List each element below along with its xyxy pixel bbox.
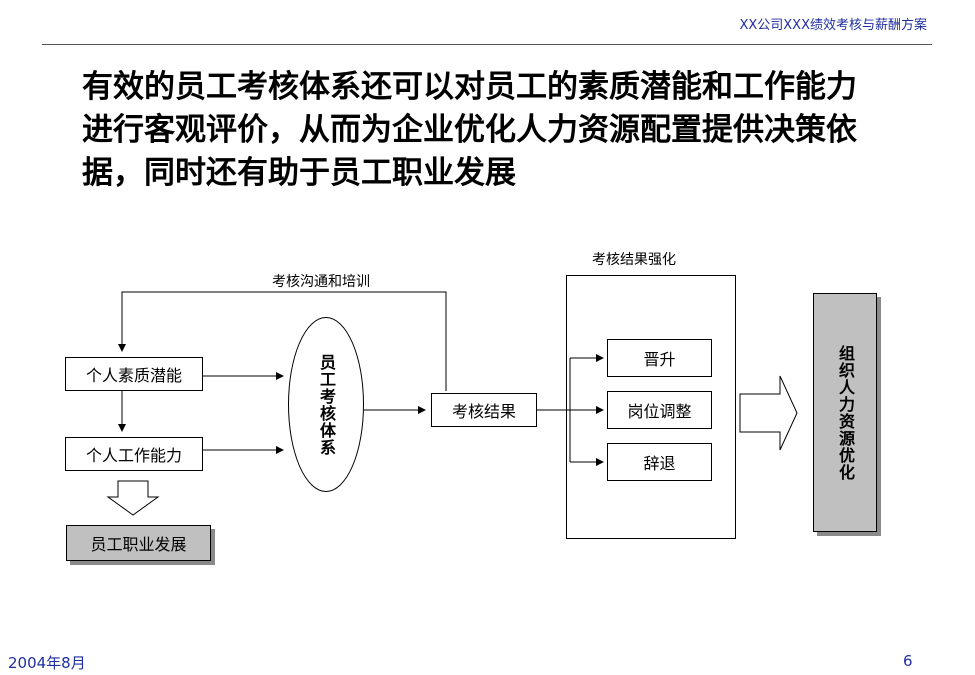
header-title: XX公司XXX绩效考核与薪酬方案 — [739, 18, 927, 33]
assessment-system-label: 员工考核体系 — [317, 353, 336, 456]
hr-optimization: 组织人力资源优化 — [813, 293, 877, 532]
input-quality-potential: 个人素质潜能 — [65, 357, 203, 391]
hr-optimization-label: 组织人力资源优化 — [836, 344, 855, 481]
outcome-position-adjustment: 岗位调整 — [607, 391, 712, 429]
input-work-ability: 个人工作能力 — [65, 437, 203, 471]
employee-career-development: 员工职业发展 — [66, 525, 211, 561]
feedback-loop-label: 考核沟通和培训 — [272, 274, 370, 290]
development-block-arrow — [106, 480, 160, 516]
outcome-dismissal: 辞退 — [607, 443, 712, 481]
optimization-block-arrow — [739, 375, 798, 451]
footer-date: 2004年8月 — [8, 654, 86, 672]
assessment-result: 考核结果 — [431, 393, 537, 427]
slide-headline: 有效的员工考核体系还可以对员工的素质潜能和工作能力进行客观评价，从而为企业优化人… — [82, 69, 857, 191]
employee-assessment-system: 员工考核体系 — [288, 317, 364, 492]
result-group-label: 考核结果强化 — [592, 252, 676, 268]
page-number: 6 — [903, 652, 913, 670]
outcome-promotion: 晋升 — [607, 339, 712, 377]
feedback-loop-connector — [118, 291, 447, 391]
result-reinforcement-group — [566, 275, 736, 539]
header-divider — [42, 44, 932, 45]
